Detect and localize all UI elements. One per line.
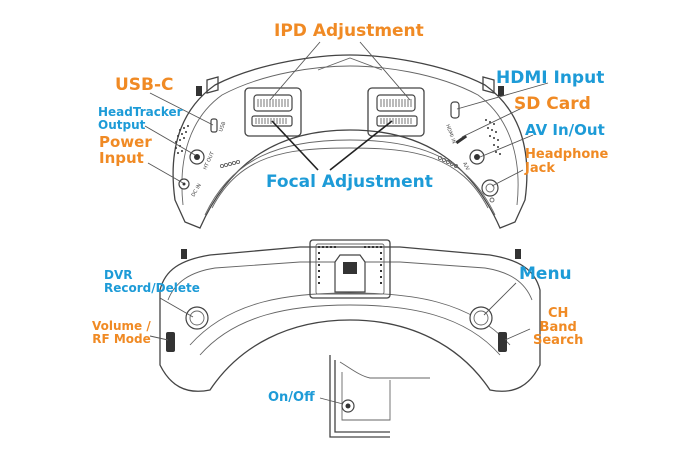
center-module: [309, 239, 391, 299]
volume-rf-mode-label: Volume / RF Mode: [92, 320, 151, 345]
dvr-record-delete-label: DVR Record/Delete: [104, 269, 200, 294]
ch-label-line3: Search: [533, 333, 584, 349]
bottom-left-strap-clip: [181, 249, 187, 259]
hdmi-input-label: HDMI Input: [496, 68, 605, 88]
dc-in-port-mark: DC IN: [191, 183, 203, 198]
focal-adjustment-label: Focal Adjustment: [266, 172, 433, 192]
headphone-label-line1: Headphone: [525, 147, 609, 162]
ch-band-search-label: CH Band Search: [533, 307, 583, 348]
dvr-label-line1: DVR: [104, 268, 133, 282]
strap-screw: [489, 197, 495, 203]
volume-label-line2: RF Mode: [92, 331, 151, 346]
dvr-label-line2: Record/Delete: [104, 280, 200, 295]
headphone-port[interactable]: [481, 179, 499, 197]
bottom-goggle-view: [159, 239, 541, 392]
headtracker-output-label: HeadTracker Output: [98, 106, 183, 131]
hdmi-port[interactable]: [450, 101, 460, 119]
right-strap-clip: [498, 86, 504, 96]
right-ipd-slider[interactable]: [367, 87, 425, 137]
usb-c-label: USB-C: [115, 75, 174, 95]
av-port-mark: A/V: [461, 161, 470, 172]
usb-c-port[interactable]: [210, 118, 218, 133]
right-status-leds: [437, 155, 459, 169]
left-ipd-slider[interactable]: [244, 87, 302, 137]
usb-port-mark: USB: [218, 120, 227, 132]
power-label-line2: Input: [99, 148, 144, 167]
ch-band-rocker[interactable]: [498, 332, 507, 352]
sd-card-slot[interactable]: [455, 134, 468, 145]
menu-label: Menu: [519, 264, 572, 284]
power-switch-inset: [329, 355, 430, 438]
headphone-label-line2: Jack: [525, 160, 555, 176]
ch-label-line1: CH: [547, 306, 569, 321]
dvr-button[interactable]: [185, 306, 209, 330]
headtracker-label-line2: Output: [98, 117, 146, 132]
leader-lines: [144, 41, 549, 405]
ch-label-line2: Band: [539, 319, 577, 335]
ht-out-port-mark: HT OUT: [202, 150, 216, 171]
headtracker-label-line1: HeadTracker: [98, 105, 183, 119]
volume-label-line1: Volume /: [92, 319, 151, 333]
left-strap-clip: [196, 86, 202, 96]
bottom-right-strap-clip: [515, 249, 521, 259]
top-goggle-view: USB HT OUT DC IN HDMI IN A/V: [172, 54, 528, 229]
av-in-out-label: AV In/Out: [525, 121, 605, 139]
left-status-leds: [219, 159, 241, 169]
on-off-label: On/Off: [268, 390, 315, 405]
hdmi-in-port-mark: HDMI IN: [444, 124, 457, 145]
power-input-label: Power Input: [99, 133, 152, 167]
sd-card-label: SD Card: [514, 94, 591, 114]
ipd-adjustment-label: IPD Adjustment: [274, 21, 424, 41]
volume-rf-rocker[interactable]: [166, 332, 175, 352]
power-label-line1: Power: [99, 133, 152, 151]
headphone-jack-label: Headphone Jack: [525, 148, 608, 175]
right-vent-grille: [485, 119, 501, 155]
